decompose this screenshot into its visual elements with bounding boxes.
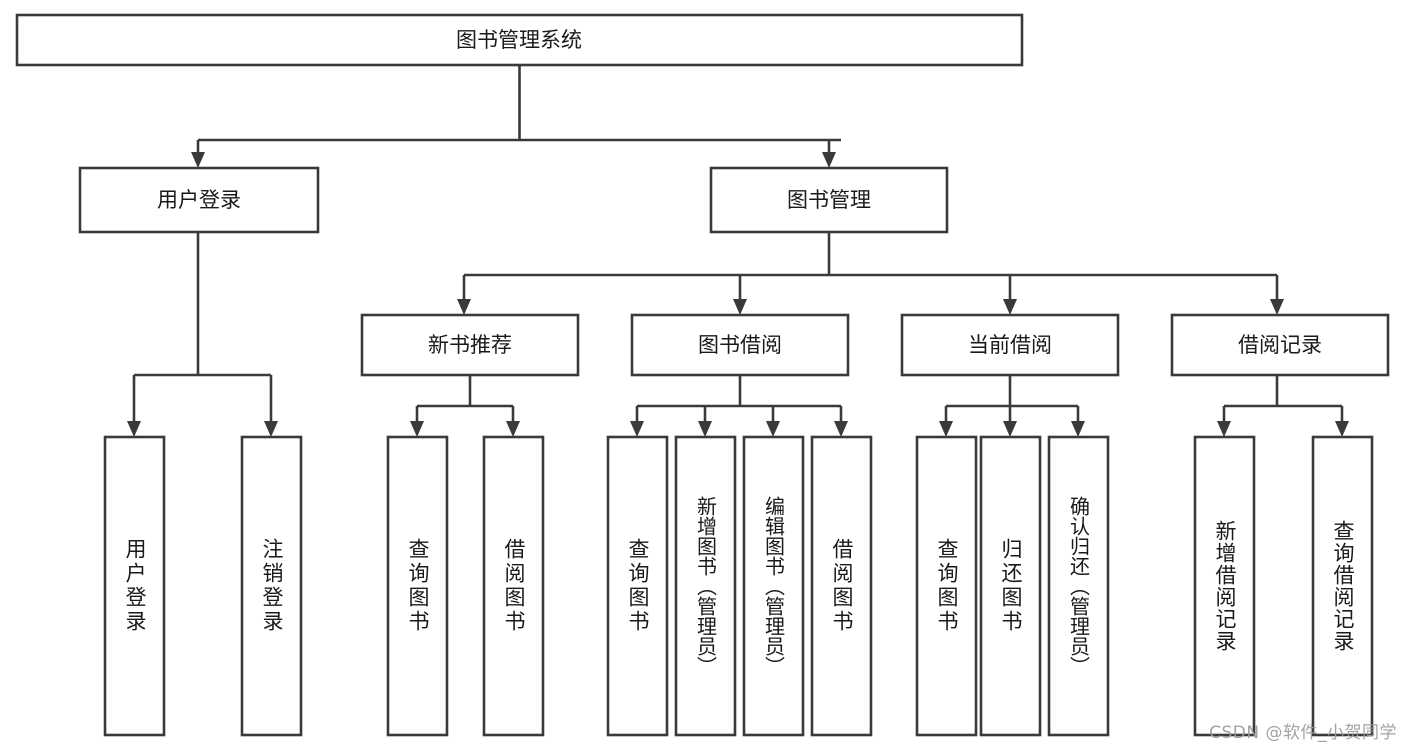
arrowhead-leaf-query-book-2	[630, 421, 644, 437]
arrowhead-leaf-logout	[264, 421, 278, 437]
node-leaf-confirm-return-box[interactable]	[1047, 435, 1110, 737]
node-book-borrow-box[interactable]	[630, 313, 850, 377]
arrowhead-leaf-user-login	[127, 421, 141, 437]
node-leaf-logout-box[interactable]	[240, 435, 303, 737]
arrowhead-leaf-edit-book	[766, 421, 780, 437]
node-leaf-borrow-book-1-box[interactable]	[482, 435, 545, 737]
node-book-manage[interactable]: 图书管理	[709, 166, 949, 234]
node-book-manage-label: 图书管理	[787, 188, 871, 212]
node-borrow-record-box[interactable]	[1170, 313, 1390, 377]
arrowhead-user-login	[191, 152, 205, 168]
node-new-book-recommend[interactable]: 新书推荐	[360, 313, 580, 377]
node-leaf-borrow-book-2-box[interactable]	[810, 435, 873, 737]
node-leaf-return-book-box[interactable]	[979, 435, 1042, 737]
arrowhead-leaf-query-book-3	[939, 421, 953, 437]
arrowhead-new-book-recommend	[457, 299, 471, 315]
connectors-book-borrow-to-leaves	[630, 375, 848, 437]
node-book-manage-box[interactable]	[709, 166, 949, 234]
arrowhead-leaf-confirm-return	[1071, 421, 1085, 437]
node-root[interactable]: 图书管理系统	[15, 13, 1024, 67]
node-user-login[interactable]: 用户登录	[78, 166, 320, 234]
node-root-label: 图书管理系统	[456, 28, 582, 52]
connectors-new-book-to-leaves	[410, 375, 520, 437]
arrowhead-leaf-query-record	[1335, 421, 1349, 437]
node-book-borrow-label: 图书借阅	[698, 333, 782, 357]
node-leaf-query-record-box[interactable]	[1311, 435, 1374, 737]
connectors-current-borrow-to-leaves	[939, 375, 1085, 437]
arrowhead-leaf-query-book-1	[410, 421, 424, 437]
arrowhead-leaf-add-book	[698, 421, 712, 437]
node-leaf-add-book-box[interactable]	[674, 435, 737, 737]
node-current-borrow[interactable]: 当前借阅	[900, 313, 1120, 377]
arrowhead-leaf-return-book	[1003, 421, 1017, 437]
node-borrow-record-label: 借阅记录	[1238, 333, 1322, 357]
connectors-borrow-record-to-leaves	[1217, 375, 1349, 437]
node-current-borrow-label: 当前借阅	[968, 333, 1052, 357]
node-borrow-record[interactable]: 借阅记录	[1170, 313, 1390, 377]
arrowhead-borrow-record	[1270, 299, 1284, 315]
node-leaf-add-record-box[interactable]	[1193, 435, 1256, 737]
arrowhead-book-manage	[822, 152, 836, 168]
watermark-text: CSDN @软件_小贺同学	[1209, 723, 1397, 743]
connectors-root-to-level2	[191, 65, 841, 168]
node-root-box[interactable]	[15, 13, 1024, 67]
node-leaf-query-book-3-box[interactable]	[915, 435, 978, 737]
node-user-login-box[interactable]	[78, 166, 320, 234]
arrowhead-leaf-add-record	[1217, 421, 1231, 437]
arrowhead-leaf-borrow-book-1	[506, 421, 520, 437]
node-leaf-query-book-1-box[interactable]	[386, 435, 449, 737]
node-new-book-recommend-label: 新书推荐	[428, 333, 512, 357]
node-leaf-user-login-box[interactable]	[103, 435, 166, 737]
arrowhead-leaf-borrow-book-2	[834, 421, 848, 437]
node-leaf-edit-book-box[interactable]	[742, 435, 805, 737]
node-current-borrow-box[interactable]	[900, 313, 1120, 377]
arrowhead-book-borrow	[733, 299, 747, 315]
node-new-book-recommend-box[interactable]	[360, 313, 580, 377]
arrowhead-current-borrow	[1003, 299, 1017, 315]
node-leaf-query-book-2-box[interactable]	[606, 435, 669, 737]
connectors-user-login-to-leaves	[127, 232, 278, 437]
connectors-book-manage-to-level3	[457, 232, 1284, 315]
node-book-borrow[interactable]: 图书借阅	[630, 313, 850, 377]
node-user-login-label: 用户登录	[157, 188, 241, 212]
